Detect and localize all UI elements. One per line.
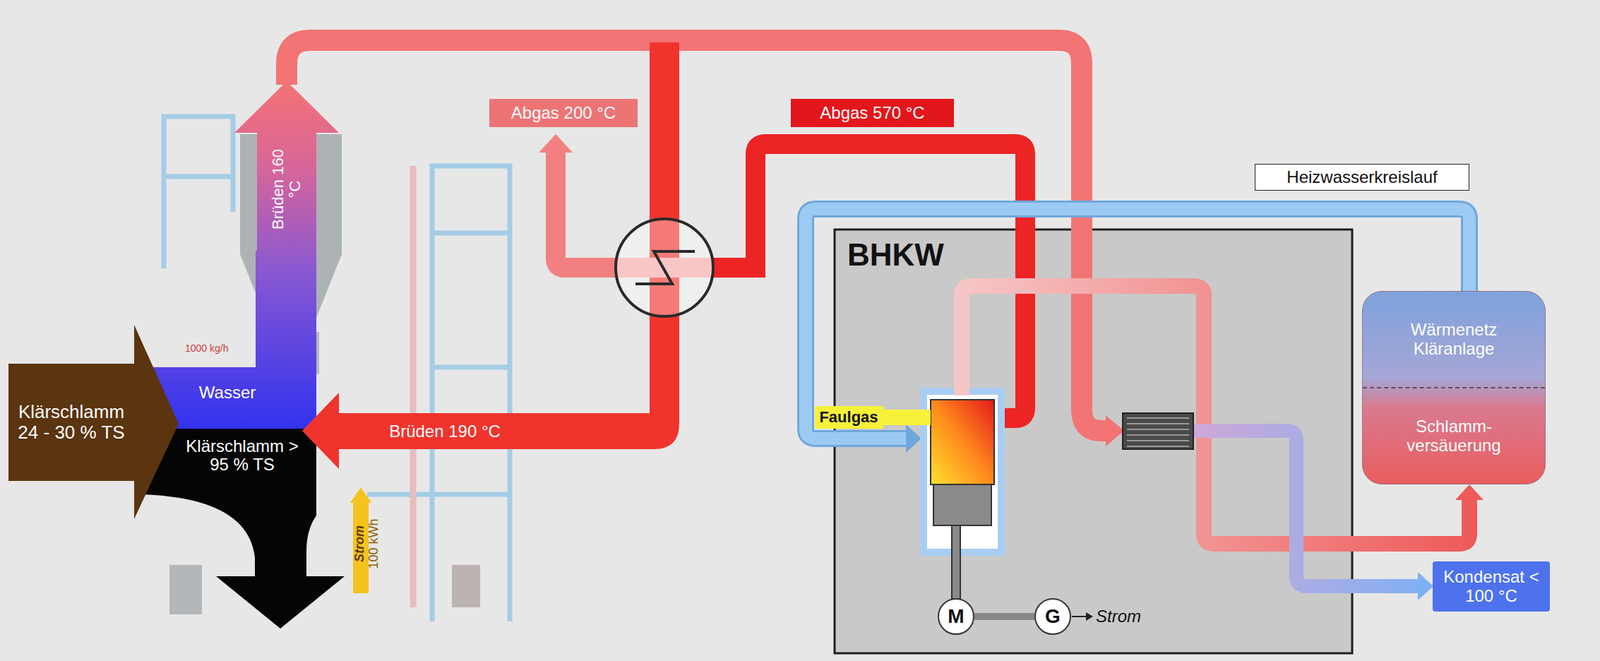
dry-sludge-arrow-text: Klärschlamm > 95 % TS — [178, 437, 306, 475]
circuit-label-text: Heizwasserkreislauf — [1286, 168, 1437, 187]
circuit-label: Heizwasserkreislauf — [1254, 163, 1470, 191]
water-flow: Wasser — [194, 378, 261, 407]
biogas-feed — [878, 409, 931, 426]
motor-circle: M — [937, 598, 975, 635]
arrow-head — [1455, 484, 1484, 500]
bhkw-box: BHKWFaulgasMG — [834, 229, 1353, 654]
generator-circle: G — [1034, 598, 1072, 635]
arrow-head — [1085, 612, 1094, 621]
motor-circle-text: M — [947, 605, 964, 628]
sludge-input-arrow — [8, 324, 179, 519]
condenser-fins — [1126, 418, 1190, 447]
vapour-arrow: Brüden 160 °C — [265, 143, 308, 236]
scaffold — [367, 165, 510, 622]
power-input-arrow: Strom100 kWh — [349, 494, 385, 594]
condenser-fin — [1126, 422, 1190, 425]
sludge-input-arrow-text: Klärschlamm 24 - 30 % TS — [12, 401, 131, 443]
condenser-fin — [1126, 439, 1190, 442]
biogas-label-text: Faulgas — [819, 408, 878, 426]
output-label: Strom — [1095, 607, 1142, 626]
heat-network-tank-text: Schlamm- versäuerung — [1362, 388, 1545, 484]
heat-network-tank-text: Wärmenetz Kläranlage — [1362, 291, 1545, 389]
power-input-arrow-text: 100 kWh — [367, 518, 382, 569]
dryer-motor — [169, 564, 202, 615]
dryer-valve — [451, 564, 481, 608]
arrow-head — [905, 424, 922, 453]
arrow-head — [1417, 571, 1434, 601]
heat-network-tank: Wärmenetz KläranlageSchlamm- versäuerung — [1362, 290, 1546, 485]
piston-rod — [951, 525, 961, 599]
condensate-box-text: Kondensat < 100 °C — [1436, 567, 1546, 606]
generator-circle-text: G — [1045, 605, 1061, 628]
shaft-connector — [974, 612, 1035, 620]
dry-sludge-arrow: Klärschlamm > 95 % TS — [174, 432, 310, 479]
heat-exchanger-symbol — [615, 218, 714, 317]
heat-exchanger-symbol — [635, 251, 695, 284]
piston — [933, 484, 992, 526]
vapour-arrow — [234, 81, 339, 252]
vapour-return-arrow: Brüden 190 °C — [338, 415, 551, 448]
arrow-head — [1105, 415, 1125, 447]
combustion-chamber — [930, 399, 995, 485]
scaffold — [163, 116, 234, 269]
condenser-fin — [1126, 445, 1190, 447]
dry-sludge-arrow — [141, 428, 345, 629]
vapour-arrow-text: Brüden 160 °C — [269, 147, 304, 231]
engine-jacket — [927, 394, 998, 549]
exhaust-label: Abgas 570 °C — [790, 98, 954, 128]
power-arrow — [1071, 615, 1088, 618]
condenser-fin — [1126, 417, 1190, 419]
condenser-fin — [1126, 434, 1190, 436]
vapour-pipe — [286, 40, 1108, 431]
vapour-return-arrow-text: Brüden 190 °C — [389, 422, 501, 441]
arrow-head — [538, 134, 573, 153]
biogas-label: Faulgas — [814, 406, 884, 429]
exhaust-label: Abgas 200 °C — [489, 98, 638, 128]
sludge-input-arrow: Klärschlamm 24 - 30 % TS — [7, 363, 135, 481]
throughput-label: 1000 kg/h — [184, 343, 229, 354]
exhaust-pipe — [555, 151, 618, 268]
dryer-pipe — [410, 165, 417, 608]
exhaust-label-text: Abgas 570 °C — [819, 103, 925, 123]
condensate-box: Kondensat < 100 °C — [1432, 561, 1550, 612]
condenser — [1122, 413, 1194, 450]
power-input-arrow-text: Strom — [353, 525, 368, 563]
exhaust-label-text: Abgas 200 °C — [511, 103, 616, 123]
water-flow-text: Wasser — [199, 383, 256, 402]
condenser-fin — [1126, 428, 1190, 431]
bhkw-box-text: BHKW — [847, 237, 945, 272]
engine-jacket — [920, 387, 1005, 556]
